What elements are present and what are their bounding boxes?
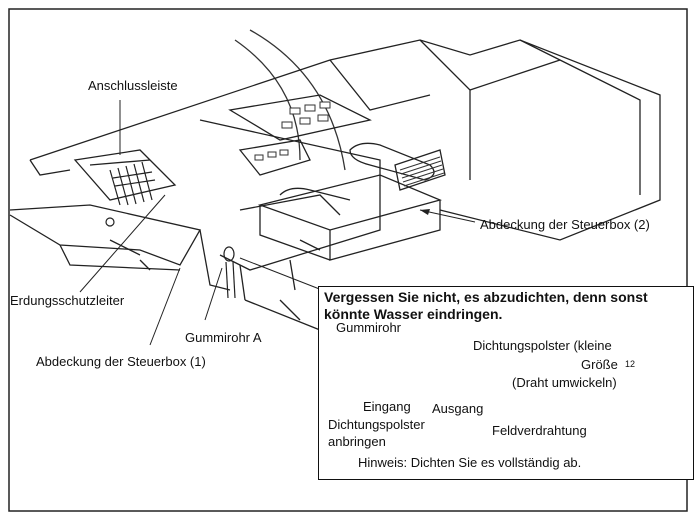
ceiling-arcs <box>234 29 346 171</box>
rubber-tube-a <box>223 246 236 299</box>
label-eingang: Eingang <box>363 399 411 414</box>
label-erdungsschutzleiter: Erdungsschutzleiter <box>10 293 125 308</box>
label-feldverdrahtung: Feldverdrahtung <box>492 423 587 438</box>
hinweis-note: Hinweis: Dichten Sie es vollständig ab. <box>358 455 582 470</box>
label-size-number: 12 <box>624 359 635 369</box>
label-dichtungspolster-anbringen-2: anbringen <box>328 434 386 449</box>
warning-text-line1: Vergessen Sie nicht, es abzudichten, den… <box>324 289 648 305</box>
label-dichtungspolster-anbringen-1: Dichtungspolster <box>328 417 425 432</box>
control-buttons <box>254 101 331 161</box>
label-ausgang: Ausgang <box>432 401 484 416</box>
label-abdeckung-steuerbox-1: Abdeckung der Steuerbox (1) <box>36 354 206 369</box>
unit-housing <box>9 39 661 331</box>
vent-grille <box>399 156 445 187</box>
leader-lines <box>79 100 476 346</box>
terminal-wires <box>109 161 156 206</box>
label-gummirohr: Gummirohr <box>336 320 402 335</box>
label-abdeckung-steuerbox-2: Abdeckung der Steuerbox (2) <box>480 217 650 232</box>
label-anschlussleiste: Anschlussleiste <box>88 78 178 93</box>
label-draht-umwickeln: (Draht umwickeln) <box>512 375 617 390</box>
leader-arrowhead <box>420 209 430 215</box>
mounting-hole <box>105 217 115 227</box>
label-gummirohr-a: Gummirohr A <box>185 330 262 345</box>
label-dichtungspolster-klein-2: Größe <box>581 357 618 372</box>
label-dichtungspolster-klein-1: Dichtungspolster (kleine <box>473 338 612 353</box>
outer-frame <box>8 8 688 512</box>
warning-text-line2: könnte Wasser eindringen. <box>324 306 503 322</box>
seal-detail-panel <box>318 286 694 480</box>
